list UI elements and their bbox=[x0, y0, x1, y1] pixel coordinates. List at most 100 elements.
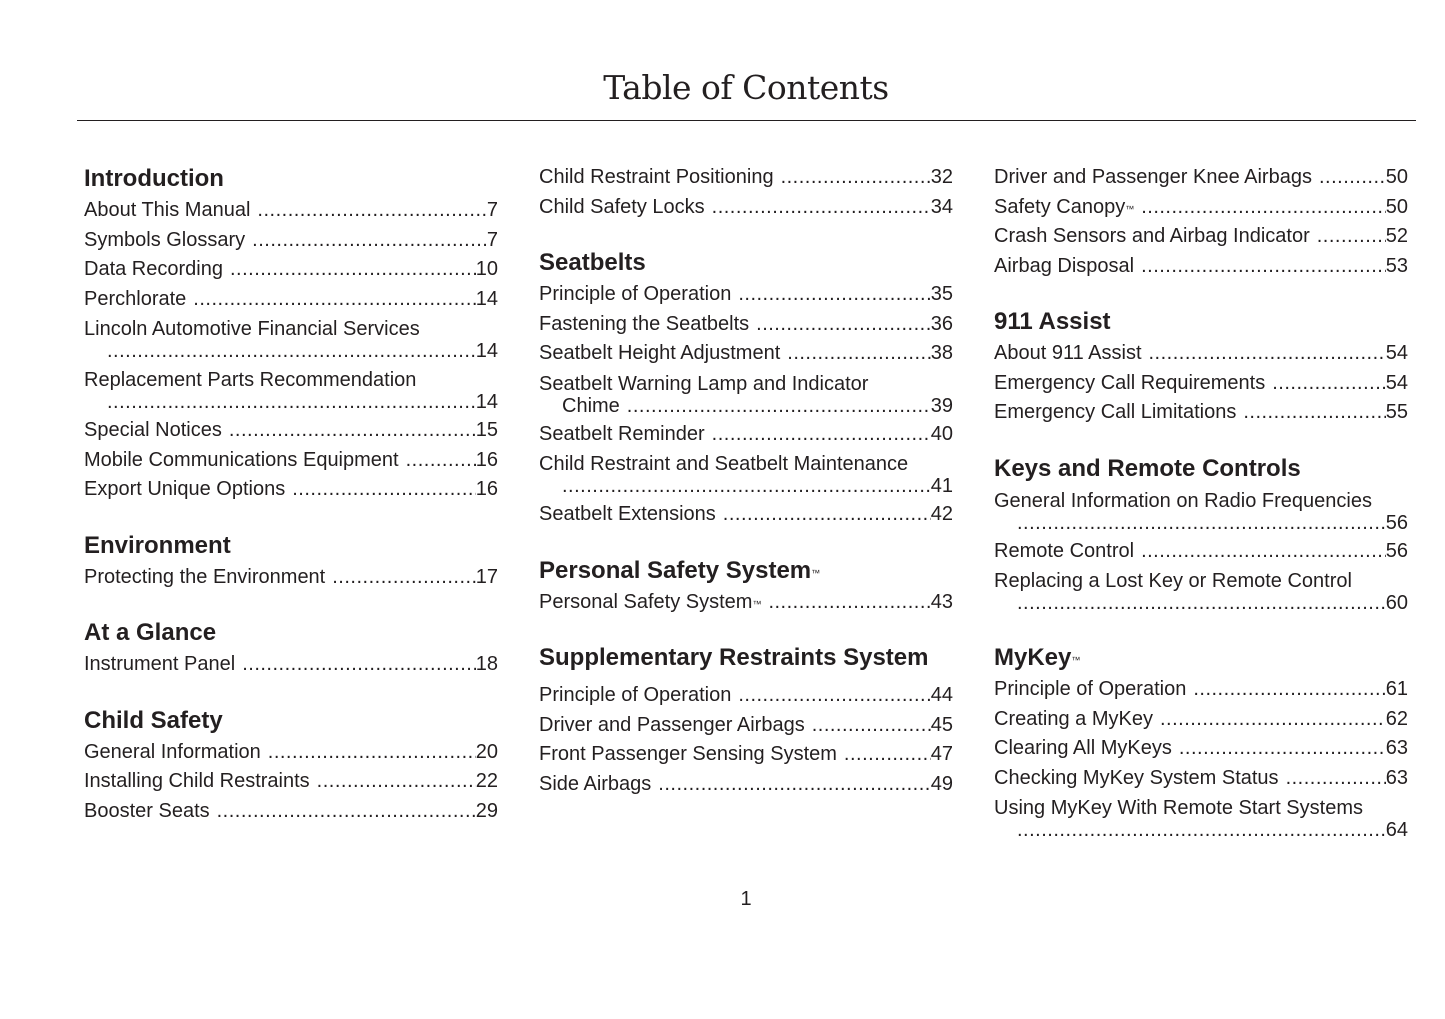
toc-entry[interactable]: About 911 Assist54 bbox=[994, 339, 1408, 369]
toc-entry[interactable]: Checking MyKey System Status63 bbox=[994, 764, 1408, 794]
toc-entry[interactable]: Airbag Disposal53 bbox=[994, 252, 1408, 282]
toc-entry[interactable]: Seatbelt Extensions42 bbox=[539, 500, 953, 530]
toc-entry[interactable]: Emergency Call Requirements54 bbox=[994, 369, 1408, 399]
entry-page-number: 56 bbox=[1385, 539, 1408, 562]
toc-entry[interactable]: Instrument Panel18 bbox=[84, 650, 498, 680]
toc-entry[interactable]: Symbols Glossary7 bbox=[84, 226, 498, 256]
toc-entry[interactable]: Child Safety Locks34 bbox=[539, 193, 953, 223]
dot-leader bbox=[756, 310, 931, 340]
toc-entry[interactable]: Principle of Operation35 bbox=[539, 280, 953, 310]
entry-title: Child Restraint and Seatbelt Maintenance bbox=[539, 453, 915, 475]
entry-title: Child Restraint Positioning bbox=[539, 163, 781, 193]
toc-entry[interactable]: Perchlorate14 bbox=[84, 285, 498, 315]
entry-title-text: Booster Seats bbox=[84, 799, 210, 822]
toc-entry[interactable]: Creating a MyKey62 bbox=[994, 705, 1408, 735]
toc-entry[interactable]: Seatbelt Reminder40 bbox=[539, 420, 953, 450]
dot-leader bbox=[712, 193, 931, 223]
entry-title: Safety Canopy™ bbox=[994, 193, 1141, 223]
toc-entry[interactable]: Clearing All MyKeys63 bbox=[994, 734, 1408, 764]
toc-entry[interactable]: Driver and Passenger Airbags45 bbox=[539, 711, 953, 741]
dot-leader bbox=[1272, 369, 1386, 399]
entry-title: Seatbelt Height Adjustment bbox=[539, 339, 787, 369]
dot-leader bbox=[229, 416, 476, 446]
entry-page-number: 47 bbox=[930, 743, 953, 765]
toc-entry[interactable]: Special Notices15 bbox=[84, 416, 498, 446]
entry-title: Replacing a Lost Key or Remote Control bbox=[994, 570, 1359, 592]
entry-title-text: Seatbelt Reminder bbox=[539, 422, 705, 445]
entry-title: Special Notices bbox=[84, 416, 229, 446]
dot-leader bbox=[562, 475, 931, 497]
toc-entry[interactable]: Booster Seats 29 bbox=[84, 797, 498, 827]
section-heading-text: Seatbelts bbox=[539, 249, 646, 276]
toc-entry[interactable]: Remote Control56 bbox=[994, 537, 1408, 567]
entry-title-text: Side Airbags bbox=[539, 772, 652, 795]
entry-page-number: 54 bbox=[1385, 342, 1408, 364]
entry-title-text: About This Manual bbox=[84, 199, 251, 221]
toc-entry[interactable]: Seatbelt Height Adjustment 38 bbox=[539, 339, 953, 369]
toc-column-2: Child Restraint Positioning32Child Safet… bbox=[539, 163, 953, 824]
toc-entry[interactable]: Lincoln Automotive Financial Services14 bbox=[84, 314, 498, 365]
toc-entry[interactable]: General Information on Radio Frequencies… bbox=[994, 486, 1408, 537]
toc-entry[interactable]: Front Passenger Sensing System47 bbox=[539, 740, 953, 770]
toc-entry[interactable]: Crash Sensors and Airbag Indicator52 bbox=[994, 222, 1408, 252]
toc-entry[interactable]: Export Unique Options16 bbox=[84, 475, 498, 505]
entry-title-text: General Information on Radio Frequencies bbox=[994, 489, 1372, 512]
entry-page-number: 10 bbox=[475, 258, 498, 280]
dot-leader bbox=[1149, 339, 1386, 369]
entry-title-text: Export Unique Options bbox=[84, 478, 286, 500]
entry-title-text: Crash Sensors and Airbag Indicator bbox=[994, 225, 1310, 247]
dot-leader bbox=[738, 280, 930, 310]
entry-title: Using MyKey With Remote Start Systems bbox=[994, 797, 1370, 819]
toc-entry[interactable]: General Information20 bbox=[84, 738, 498, 768]
entry-title: Principle of Operation bbox=[994, 675, 1193, 705]
section-heading-text: MyKey bbox=[994, 644, 1072, 671]
toc-entry[interactable]: Replacing a Lost Key or Remote Control60 bbox=[994, 566, 1408, 617]
entry-title: Clearing All MyKeys bbox=[994, 734, 1179, 764]
dot-leader bbox=[268, 738, 476, 768]
dot-leader bbox=[1317, 222, 1386, 252]
toc-entry[interactable]: Driver and Passenger Knee Airbags50 bbox=[994, 163, 1408, 193]
toc-section: Driver and Passenger Knee Airbags50Safet… bbox=[994, 163, 1408, 281]
toc-entry[interactable]: Fastening the Seatbelts36 bbox=[539, 310, 953, 340]
dot-leader bbox=[658, 770, 930, 800]
toc-entry[interactable]: Emergency Call Limitations55 bbox=[994, 398, 1408, 428]
toc-entry[interactable]: Principle of Operation61 bbox=[994, 675, 1408, 705]
entry-line-1: Replacement Parts Recommendation bbox=[84, 369, 498, 391]
dot-leader bbox=[332, 563, 476, 593]
section-heading-text: 911 Assist bbox=[994, 308, 1111, 335]
toc-entry[interactable]: Using MyKey With Remote Start Systems64 bbox=[994, 793, 1408, 844]
toc-entry[interactable]: Data Recording 10 bbox=[84, 255, 498, 285]
section-heading: Environment bbox=[84, 530, 498, 562]
toc-entry[interactable]: Replacement Parts Recommendation14 bbox=[84, 365, 498, 416]
toc-entry[interactable]: Personal Safety System™43 bbox=[539, 588, 953, 618]
entry-page-number: 29 bbox=[475, 799, 498, 822]
toc-entry[interactable]: Mobile Communications Equipment16 bbox=[84, 446, 498, 476]
entry-title-text: Emergency Call Limitations bbox=[994, 401, 1237, 423]
entry-title: General Information on Radio Frequencies bbox=[994, 490, 1379, 512]
entry-title: Booster Seats bbox=[84, 797, 217, 827]
toc-entry[interactable]: Installing Child Restraints22 bbox=[84, 767, 498, 797]
section-heading-text: Supplementary Restraints System bbox=[539, 644, 929, 671]
entry-title-text: Clearing All MyKeys bbox=[994, 737, 1172, 759]
entry-title: Emergency Call Limitations bbox=[994, 398, 1243, 428]
entry-title: Data Recording bbox=[84, 255, 230, 285]
entry-title-text: Principle of Operation bbox=[539, 283, 732, 305]
toc-entry[interactable]: Child Restraint and Seatbelt Maintenance… bbox=[539, 449, 953, 500]
entry-page-number: 45 bbox=[930, 713, 953, 736]
entry-line-1: Lincoln Automotive Financial Services bbox=[84, 318, 498, 340]
entry-line-1: Using MyKey With Remote Start Systems bbox=[994, 797, 1408, 819]
toc-entry[interactable]: Side Airbags49 bbox=[539, 770, 953, 800]
entry-page-number: 7 bbox=[486, 199, 498, 221]
entry-title: Checking MyKey System Status bbox=[994, 764, 1286, 794]
toc-entry[interactable]: Child Restraint Positioning32 bbox=[539, 163, 953, 193]
entry-page-number: 38 bbox=[930, 342, 953, 364]
toc-entry[interactable]: Protecting the Environment17 bbox=[84, 563, 498, 593]
toc-entry[interactable]: Principle of Operation44 bbox=[539, 681, 953, 711]
toc-entry[interactable]: Safety Canopy™50 bbox=[994, 193, 1408, 223]
toc-entry[interactable]: About This Manual 7 bbox=[84, 196, 498, 226]
